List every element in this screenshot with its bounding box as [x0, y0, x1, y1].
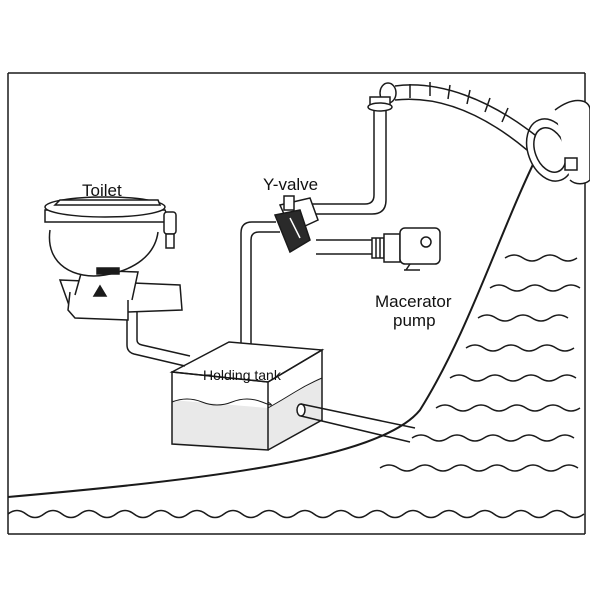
holding-tank: [172, 342, 322, 450]
label-macerator-line1: Macerator: [375, 292, 452, 311]
label-y-valve: Y-valve: [263, 175, 318, 194]
toilet-to-tank-pipe: [127, 310, 190, 366]
macerator-pump: [372, 228, 440, 270]
label-holding-tank: Holding tank: [203, 367, 282, 383]
label-macerator-line2: pump: [393, 311, 436, 330]
label-toilet: Toilet: [82, 181, 122, 200]
valve-to-macerator-pipe: [316, 240, 372, 254]
bottom-water-waves: [8, 511, 584, 518]
y-valve: [275, 196, 318, 252]
outlet-hose: [395, 82, 535, 150]
riser-pipe: [312, 111, 386, 214]
elbow-fitting: [368, 83, 396, 111]
toilet: [45, 197, 182, 320]
